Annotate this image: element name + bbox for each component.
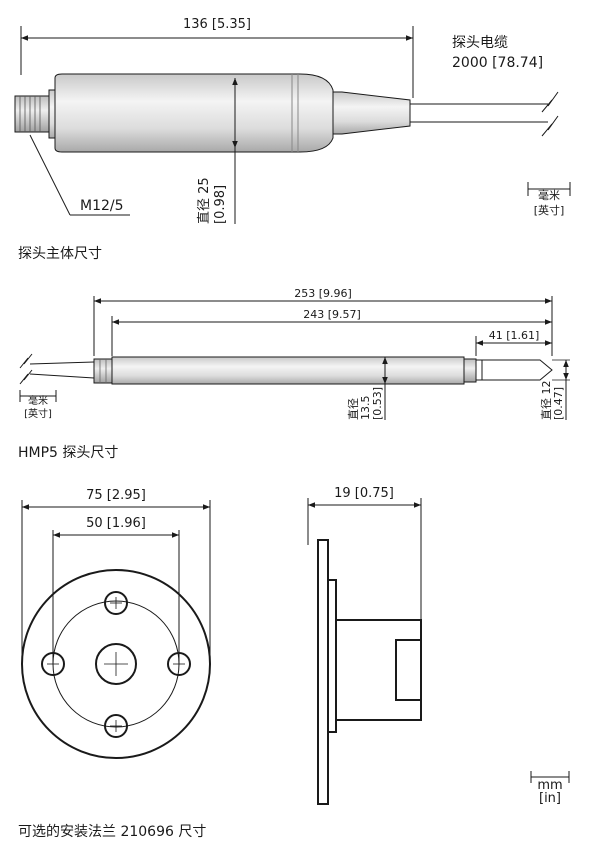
- flange-outer-diameter-label: 75 [2.95]: [86, 488, 146, 503]
- svg-text:[in]: [in]: [539, 791, 561, 806]
- svg-text:毫米: 毫米: [538, 188, 560, 202]
- m12-connector: [14, 89, 56, 139]
- flange-caption: 可选的安装法兰 210696 尺寸: [18, 824, 206, 840]
- m12-leader-line: [29, 134, 71, 216]
- probe-length-label: 136 [5.35]: [183, 17, 251, 32]
- unit-legend-cn-1: 毫米 [英寸]: [527, 182, 571, 217]
- hmp5-diameter-label: 直径: [346, 398, 360, 420]
- flange-center-hole: [95, 643, 137, 685]
- hmp5-probe-tube: [111, 356, 465, 385]
- hmp5-section: 253 [9.96] 243 [9.57] 41 [1.61] 直径 13.5 …: [18, 287, 570, 461]
- cable-label: 探头电缆: [452, 35, 508, 51]
- hmp5-cable-break: [19, 353, 33, 385]
- flange-collar-side: [327, 579, 337, 733]
- hmp5-tip-diameter-inch: [0.47]: [552, 387, 565, 420]
- flange-hole-top: [104, 591, 128, 615]
- hmp5-cable-gland: [93, 358, 113, 384]
- flange-hole-left: [41, 652, 65, 676]
- flange-plate-side: [317, 539, 329, 805]
- hmp5-total-length-label: 253 [9.96]: [294, 287, 352, 300]
- hmp5-tip-length-label: 41 [1.61]: [489, 329, 540, 342]
- svg-text:[英寸]: [英寸]: [24, 407, 52, 420]
- flange-hole-spacing-label: 50 [1.96]: [86, 516, 146, 531]
- svg-text:mm: mm: [537, 778, 562, 793]
- probe-diameter-inch: [0.98]: [213, 185, 228, 224]
- flange-screw-side: [395, 639, 422, 701]
- probe-body-section: 136 [5.35] 探头电缆 2000 [78.74] 直径 25 [0.9: [14, 17, 571, 262]
- hmp5-tip-diameter-label: 直径 12: [539, 381, 553, 421]
- m12-label: M12/5: [80, 198, 124, 214]
- flange-hole-bottom: [104, 714, 128, 738]
- unit-legend-en: mm [in]: [530, 771, 570, 806]
- flange-hole-right: [167, 652, 191, 676]
- probe-body-caption: 探头主体尺寸: [18, 246, 102, 262]
- cable-break-mark-1: [541, 91, 559, 113]
- cable-strain-relief: [332, 91, 411, 135]
- cable-break-mark-2: [541, 115, 559, 137]
- hmp5-filter-tip: [475, 359, 553, 381]
- cable-length-label: 2000 [78.74]: [452, 55, 543, 71]
- probe-body-cylinder: [54, 73, 334, 153]
- hmp5-diameter-inch: [0.53]: [371, 387, 384, 420]
- flange-depth-label: 19 [0.75]: [334, 486, 394, 501]
- flange-section: 75 [2.95] 50 [1.96] 19 [0.75]: [18, 486, 570, 840]
- svg-text:[英寸]: [英寸]: [534, 203, 565, 217]
- hmp5-tube-length-label: 243 [9.57]: [303, 308, 361, 321]
- hmp5-diameter-mm: 13.5: [359, 396, 372, 421]
- unit-legend-cn-2: 毫米 [英寸]: [19, 390, 57, 420]
- flange-outer-circle: [21, 569, 211, 759]
- hmp5-caption: HMP5 探头尺寸: [18, 445, 118, 461]
- probe-diameter-label: 直径 25: [197, 177, 212, 224]
- svg-text:毫米: 毫米: [28, 394, 48, 407]
